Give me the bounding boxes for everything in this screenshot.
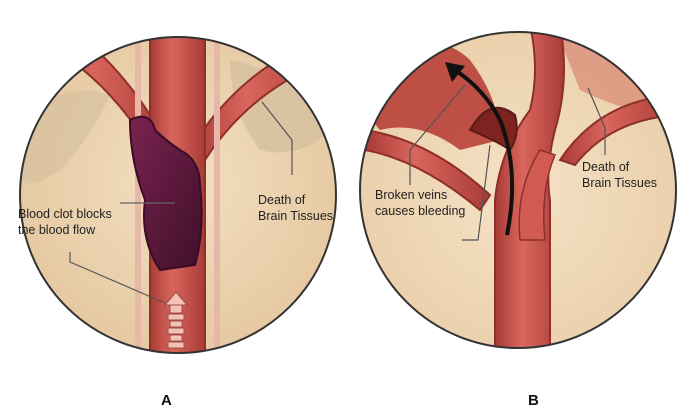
panel-letter-a: A — [161, 392, 172, 409]
leader-death-b — [587, 87, 606, 155]
vessel-branch-right-b — [558, 93, 676, 167]
leader-clot-arrow — [69, 252, 166, 304]
panel-a-border — [19, 36, 337, 354]
label-death-a-line1: Death of — [258, 193, 306, 207]
leader-death-a — [261, 101, 293, 175]
label-death-b-line1: Death of — [582, 160, 630, 174]
label-clot-line1: Blood clot blocks — [18, 207, 112, 221]
vessel-branch-left-b — [364, 128, 492, 212]
label-death-a-line2: Brain Tissues — [258, 209, 334, 223]
panel-a — [19, 36, 337, 354]
vessel-inner-branch-b — [518, 149, 557, 241]
label-bleed-line1: Broken veins — [375, 188, 448, 202]
label-bleed-line2: causes bleeding — [375, 204, 466, 218]
leader-bleed-2 — [462, 144, 491, 241]
blood-flow-arrow — [163, 291, 189, 349]
bleeding-arrowhead — [445, 62, 465, 82]
label-death-b-line2: Brain Tissues — [582, 176, 658, 190]
bleeding-arrow — [453, 68, 515, 236]
panel-letter-b: B — [528, 392, 539, 409]
blood-clot — [128, 115, 203, 272]
leader-bleed-1 — [409, 84, 466, 185]
panel-b — [359, 31, 677, 349]
label-clot-line2: the blood flow — [18, 223, 96, 237]
panel-b-border — [359, 31, 677, 349]
